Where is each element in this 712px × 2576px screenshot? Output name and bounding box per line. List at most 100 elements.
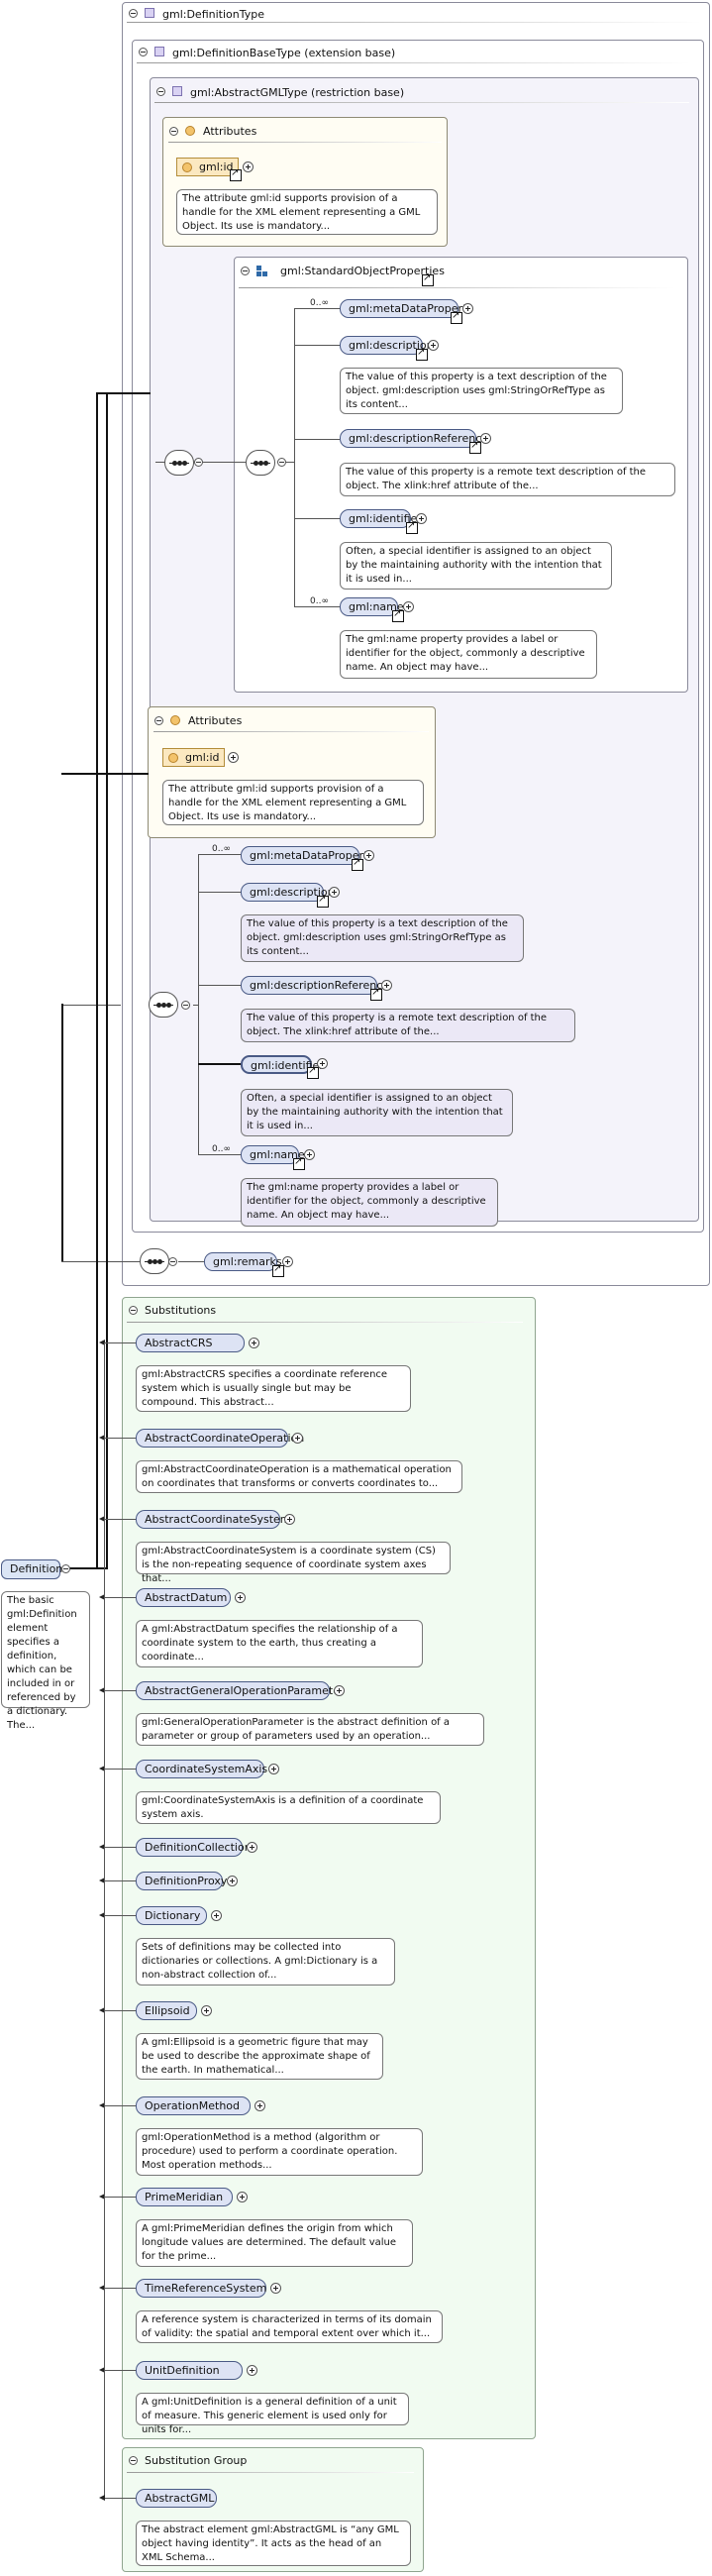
substitution-item[interactable]: Dictionary <box>136 1906 207 1925</box>
prop-description-reference[interactable]: gml:descriptionReference <box>340 429 488 448</box>
substitution-item[interactable]: AbstractCRS <box>136 1334 245 1352</box>
expand-icon[interactable] <box>227 1876 238 1886</box>
substitution-item[interactable]: PrimeMeridian <box>136 2188 233 2206</box>
expand-icon[interactable] <box>247 1842 257 1853</box>
expand-icon[interactable] <box>304 1149 315 1160</box>
arrow-icon <box>99 1594 105 1600</box>
root-definition[interactable]: Definition <box>1 1559 62 1579</box>
expand-icon[interactable] <box>201 2005 212 2016</box>
substitution-group-head[interactable]: AbstractGML <box>136 2489 217 2508</box>
collapse-toggle-standard-props[interactable] <box>241 267 250 275</box>
collapse-toggle-definition-type[interactable] <box>129 9 138 18</box>
expand-icon[interactable] <box>428 340 439 351</box>
expand-icon[interactable] <box>247 2365 257 2376</box>
expand-icon[interactable] <box>228 752 239 763</box>
prop-description[interactable]: gml:description <box>241 883 335 902</box>
arrow-icon <box>99 1687 105 1693</box>
collapse-toggle-abstract-gml-type[interactable] <box>156 87 165 96</box>
collapse-toggle-definition-base-type[interactable] <box>139 48 148 56</box>
prop-identifier[interactable]: gml:identifier <box>241 1055 324 1074</box>
cardinality-label: 0..∞ <box>212 844 231 854</box>
prop-name[interactable]: gml:name <box>241 1145 305 1164</box>
connector <box>61 1004 63 1261</box>
collapse-toggle[interactable] <box>194 458 203 467</box>
expand-icon[interactable] <box>237 2192 248 2202</box>
substitution-group-title: Substitution Group <box>145 2454 248 2467</box>
substitution-item[interactable]: UnitDefinition <box>136 2361 243 2380</box>
expand-icon[interactable] <box>270 2283 281 2294</box>
expand-icon[interactable] <box>381 980 392 991</box>
sequence-compositor-icon[interactable] <box>149 992 178 1018</box>
expand-icon[interactable] <box>243 161 254 172</box>
sequence-compositor-icon[interactable] <box>164 450 194 476</box>
expand-icon[interactable] <box>249 1338 259 1348</box>
substitution-item[interactable]: Ellipsoid <box>136 2001 197 2020</box>
external-link-icon[interactable] <box>451 309 462 324</box>
expand-icon[interactable] <box>329 887 340 898</box>
prop-metadata-property[interactable]: gml:metaDataProperty <box>340 299 473 318</box>
separator <box>127 1322 523 1323</box>
external-link-icon[interactable] <box>307 1064 319 1079</box>
collapse-toggle[interactable] <box>168 1257 177 1266</box>
expand-icon[interactable] <box>284 1514 295 1525</box>
collapse-toggle-attributes[interactable] <box>169 127 178 136</box>
collapse-toggle[interactable] <box>277 458 286 467</box>
substitution-item[interactable]: CoordinateSystemAxis <box>136 1760 267 1778</box>
external-link-icon[interactable] <box>406 519 418 534</box>
substitution-item-description: Sets of definitions may be collected int… <box>136 1938 395 1986</box>
external-link-icon[interactable] <box>230 166 242 181</box>
substitutions-title: Substitutions <box>145 1304 217 1317</box>
sequence-compositor-icon[interactable] <box>246 450 275 476</box>
collapse-toggle-root[interactable] <box>61 1564 70 1573</box>
expand-icon[interactable] <box>211 1910 222 1921</box>
substitution-item[interactable]: AbstractCoordinateOperation <box>136 1429 304 1448</box>
external-link-icon[interactable] <box>392 607 404 622</box>
expand-icon[interactable] <box>403 601 414 612</box>
collapse-toggle-attributes[interactable] <box>154 716 163 725</box>
external-link-icon[interactable] <box>272 1262 284 1277</box>
connector <box>198 1063 241 1065</box>
expand-icon[interactable] <box>292 1433 303 1444</box>
external-link-icon[interactable] <box>469 439 481 454</box>
external-link-icon[interactable] <box>317 893 329 908</box>
expand-icon[interactable] <box>282 1256 293 1267</box>
substitution-item-description: gml:AbstractCoordinateOperation is a mat… <box>136 1460 462 1493</box>
prop-metadata-property[interactable]: gml:metaDataProperty <box>241 846 374 865</box>
connector <box>294 345 340 346</box>
external-link-icon[interactable] <box>370 986 382 1001</box>
substitution-item[interactable]: AbstractGeneralOperationParameter <box>136 1681 345 1700</box>
external-link-icon[interactable] <box>422 271 434 286</box>
connector <box>201 462 246 463</box>
substitution-item[interactable]: AbstractDatum <box>136 1588 231 1607</box>
sequence-compositor-icon[interactable] <box>140 1248 169 1274</box>
expand-icon[interactable] <box>254 2100 265 2111</box>
prop-name-text: The gml:name property provides a label o… <box>340 630 597 679</box>
collapse-toggle[interactable] <box>181 1001 190 1010</box>
substitution-item[interactable]: DefinitionCollection <box>136 1838 252 1857</box>
collapse-toggle-substitutions[interactable] <box>129 1306 138 1315</box>
prop-description[interactable]: gml:description <box>340 336 434 355</box>
arrow-icon <box>99 2194 105 2200</box>
substitution-item[interactable]: DefinitionProxy <box>136 1872 227 1890</box>
external-link-icon[interactable] <box>416 346 428 361</box>
substitution-item[interactable]: AbstractCoordinateSystem <box>136 1510 291 1529</box>
external-link-icon[interactable] <box>352 856 363 871</box>
expand-icon[interactable] <box>480 433 491 444</box>
prop-description-reference[interactable]: gml:descriptionReference <box>241 976 389 995</box>
expand-icon[interactable] <box>235 1592 246 1603</box>
expand-icon[interactable] <box>416 513 427 524</box>
attribute-gml-id[interactable]: gml:id <box>162 748 225 767</box>
prop-name[interactable]: gml:name <box>340 597 404 616</box>
complex-type-icon <box>145 8 154 18</box>
expand-icon[interactable] <box>317 1058 328 1069</box>
substitution-item[interactable]: TimeReferenceSystem <box>136 2279 266 2298</box>
substitution-item[interactable]: OperationMethod <box>136 2096 251 2115</box>
expand-icon[interactable] <box>268 1764 279 1774</box>
prop-remarks[interactable]: gml:remarks <box>204 1252 282 1271</box>
expand-icon[interactable] <box>334 1685 345 1696</box>
expand-icon[interactable] <box>462 303 473 314</box>
prop-identifier[interactable]: gml:identifier <box>340 509 422 528</box>
external-link-icon[interactable] <box>293 1155 305 1170</box>
expand-icon[interactable] <box>363 850 374 861</box>
collapse-toggle-substitution-group[interactable] <box>129 2456 138 2465</box>
